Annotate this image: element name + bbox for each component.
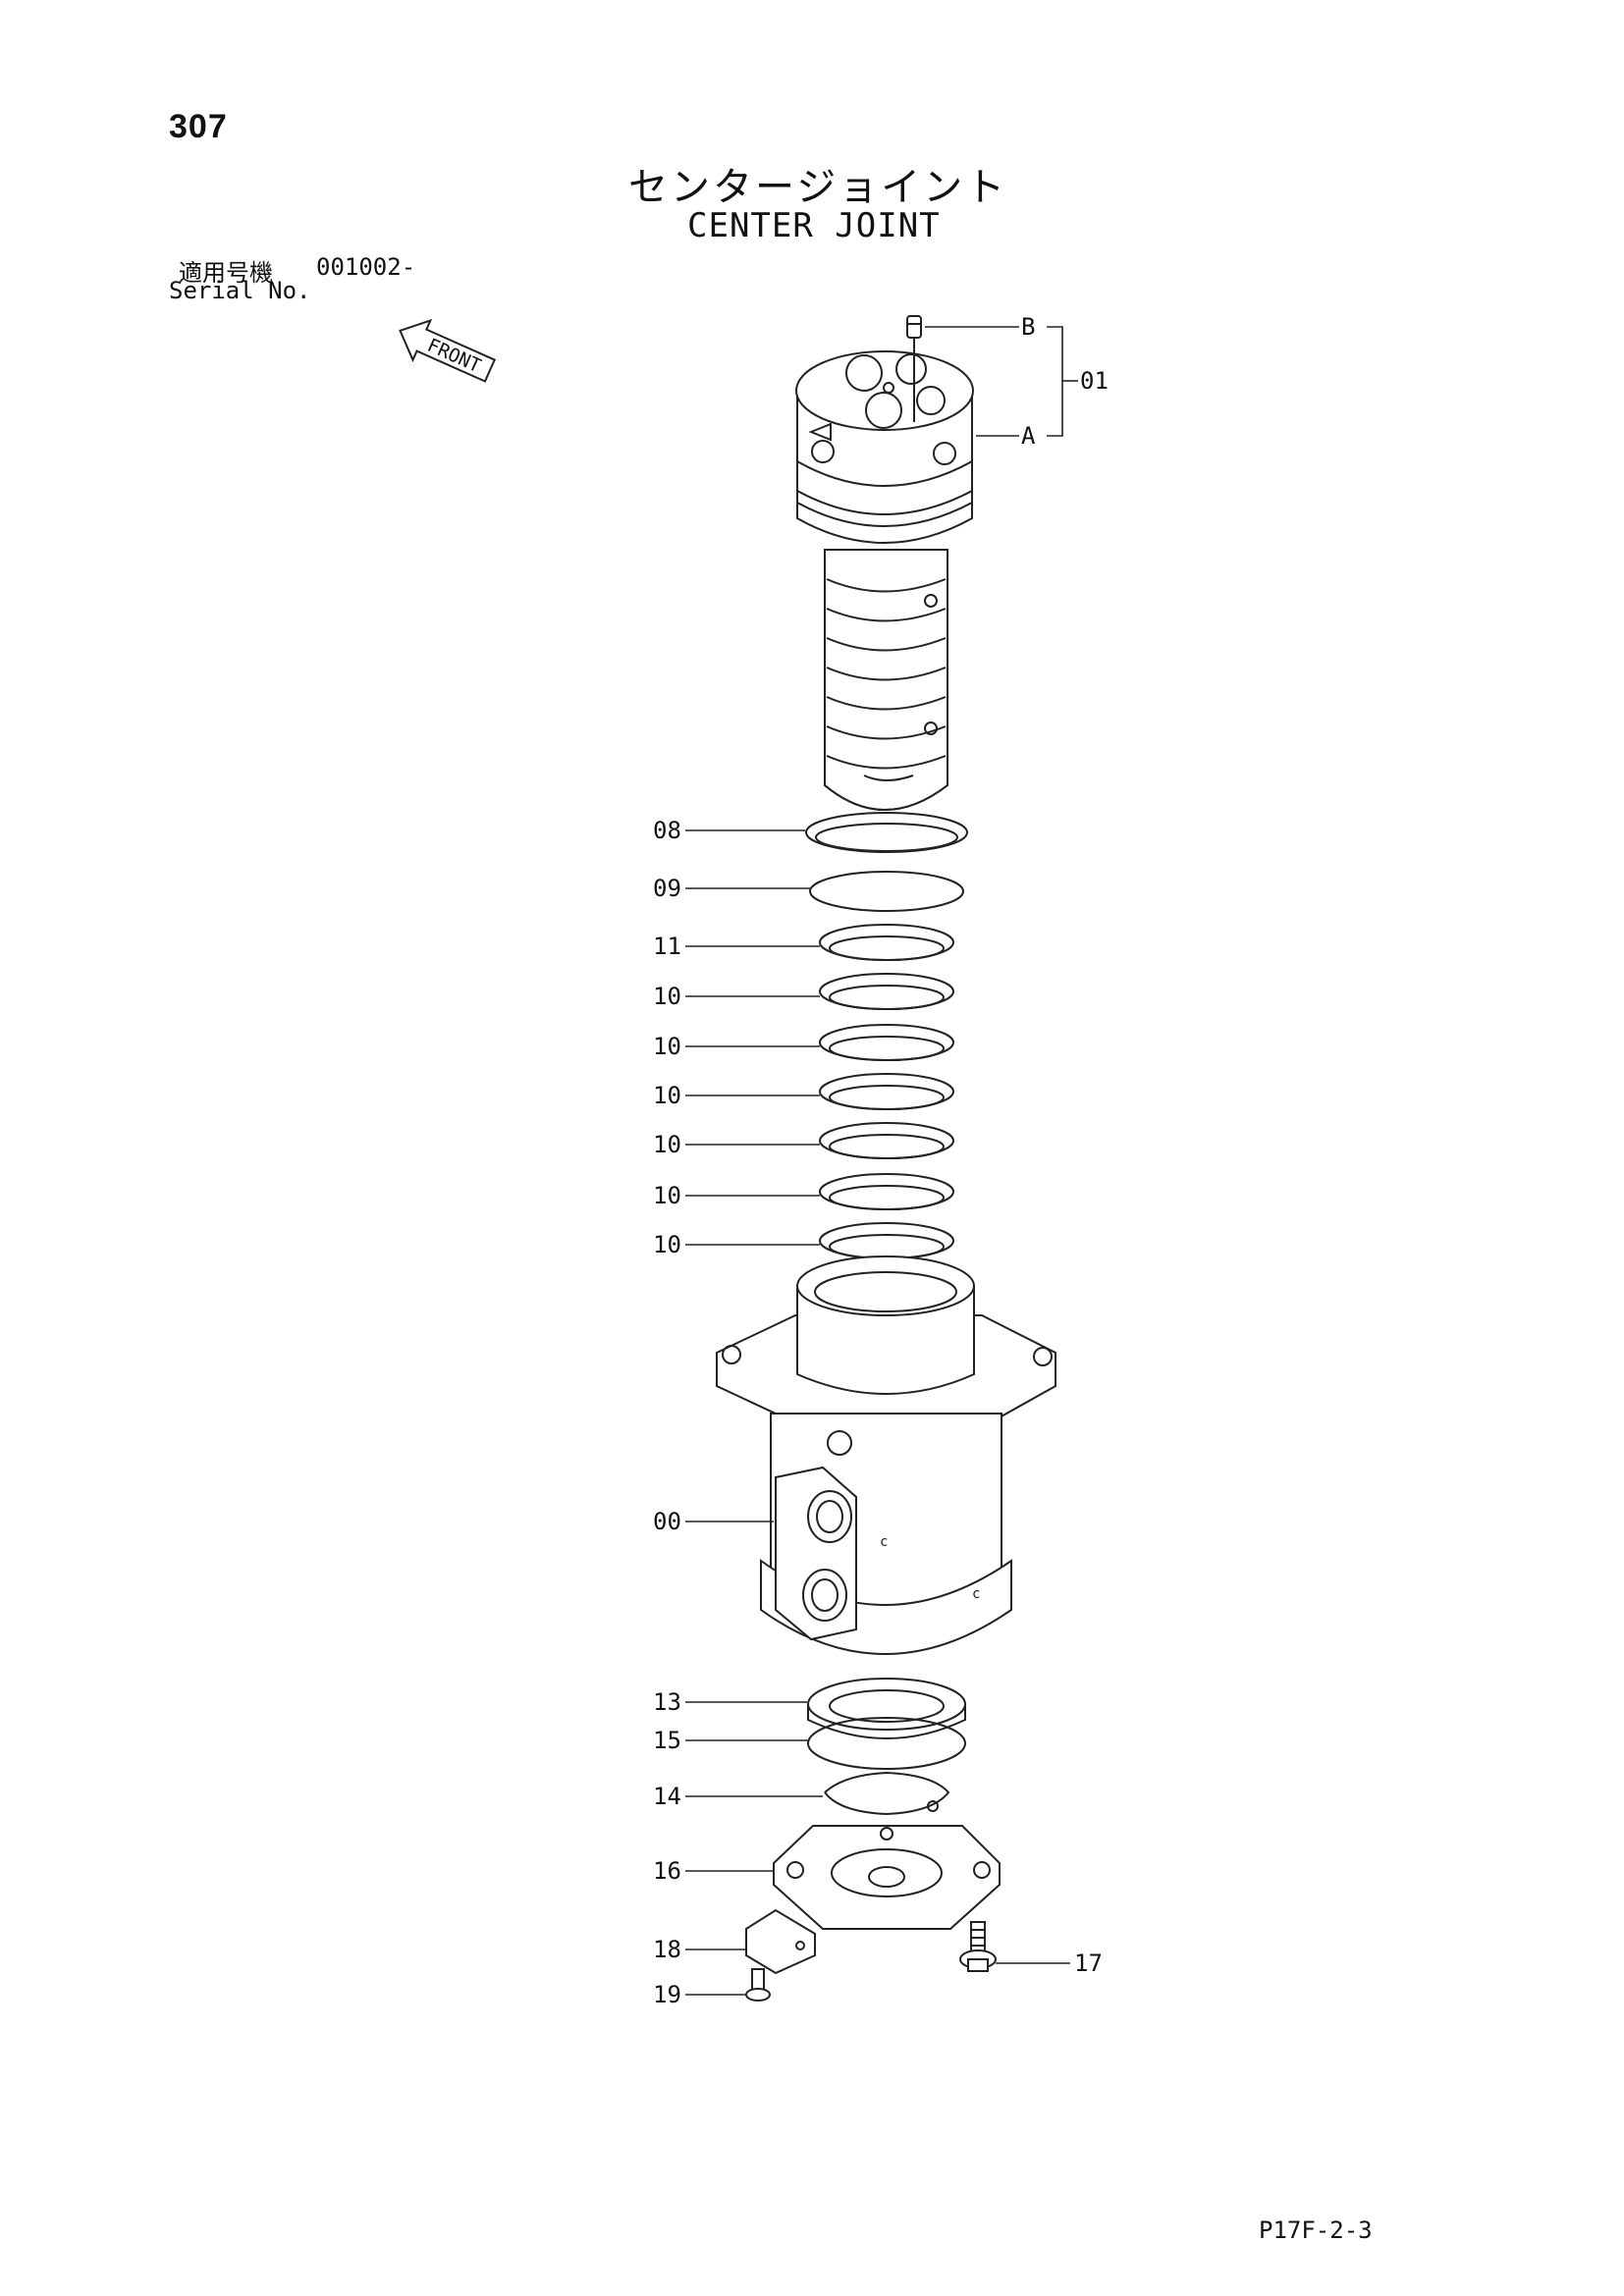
callout-10: 10	[653, 1082, 681, 1109]
part-09-o-ring	[809, 871, 964, 912]
part-10-seal-stack	[819, 973, 954, 1259]
part-13-thrust-ring	[807, 1678, 966, 1739]
part-19-bolt	[745, 1968, 771, 2002]
part-17-bolt	[959, 1921, 997, 1972]
part-00-body: c c	[716, 1255, 1056, 1655]
callout-09: 09	[653, 875, 681, 902]
callout-10: 10	[653, 1231, 681, 1258]
part-14-snap-ring	[824, 1771, 950, 1816]
callout-A: A	[1021, 422, 1036, 450]
callout-13: 13	[653, 1688, 681, 1716]
part-08-seal-ring	[805, 812, 968, 853]
callout-08: 08	[653, 817, 681, 844]
leader-lines	[685, 326, 1078, 1996]
part-B-plug	[906, 315, 922, 422]
part-16-cover	[773, 1825, 1001, 1930]
callout-10: 10	[653, 1182, 681, 1209]
page-title-english: CENTER JOINT	[687, 206, 941, 245]
svg-text:c: c	[972, 1586, 980, 1602]
callout-14: 14	[653, 1783, 681, 1810]
callout-15: 15	[653, 1727, 681, 1754]
callout-11: 11	[653, 933, 681, 960]
page-number: 307	[169, 108, 228, 145]
page-code: P17F-2-3	[1259, 2216, 1373, 2244]
part-18-plate	[745, 1908, 816, 1975]
callout-10: 10	[653, 983, 681, 1010]
part-11-ring	[819, 924, 954, 961]
callout-18: 18	[653, 1936, 681, 1963]
part-15-o-ring	[807, 1717, 966, 1770]
callout-labels: B A 01 08 09 11 10 10 10 10 10 10 00 13 …	[653, 313, 1109, 2008]
serial-label-japanese: 適用号機	[179, 259, 273, 287]
page-title-japanese: センタージョイント	[628, 165, 1008, 210]
svg-text:c: c	[880, 1534, 888, 1550]
callout-10: 10	[653, 1131, 681, 1158]
callout-00: 00	[653, 1508, 681, 1535]
serial-label-english: Serial No.	[169, 277, 311, 304]
callout-10: 10	[653, 1033, 681, 1060]
callout-19: 19	[653, 1981, 681, 2008]
callout-16: 16	[653, 1857, 681, 1885]
callout-17: 17	[1074, 1949, 1103, 1977]
part-01-spindle	[795, 350, 974, 811]
callout-B: B	[1021, 313, 1035, 341]
front-arrow-icon: FRONT	[399, 318, 497, 383]
serial-value: 001002-	[316, 253, 416, 281]
callout-01: 01	[1080, 367, 1109, 395]
